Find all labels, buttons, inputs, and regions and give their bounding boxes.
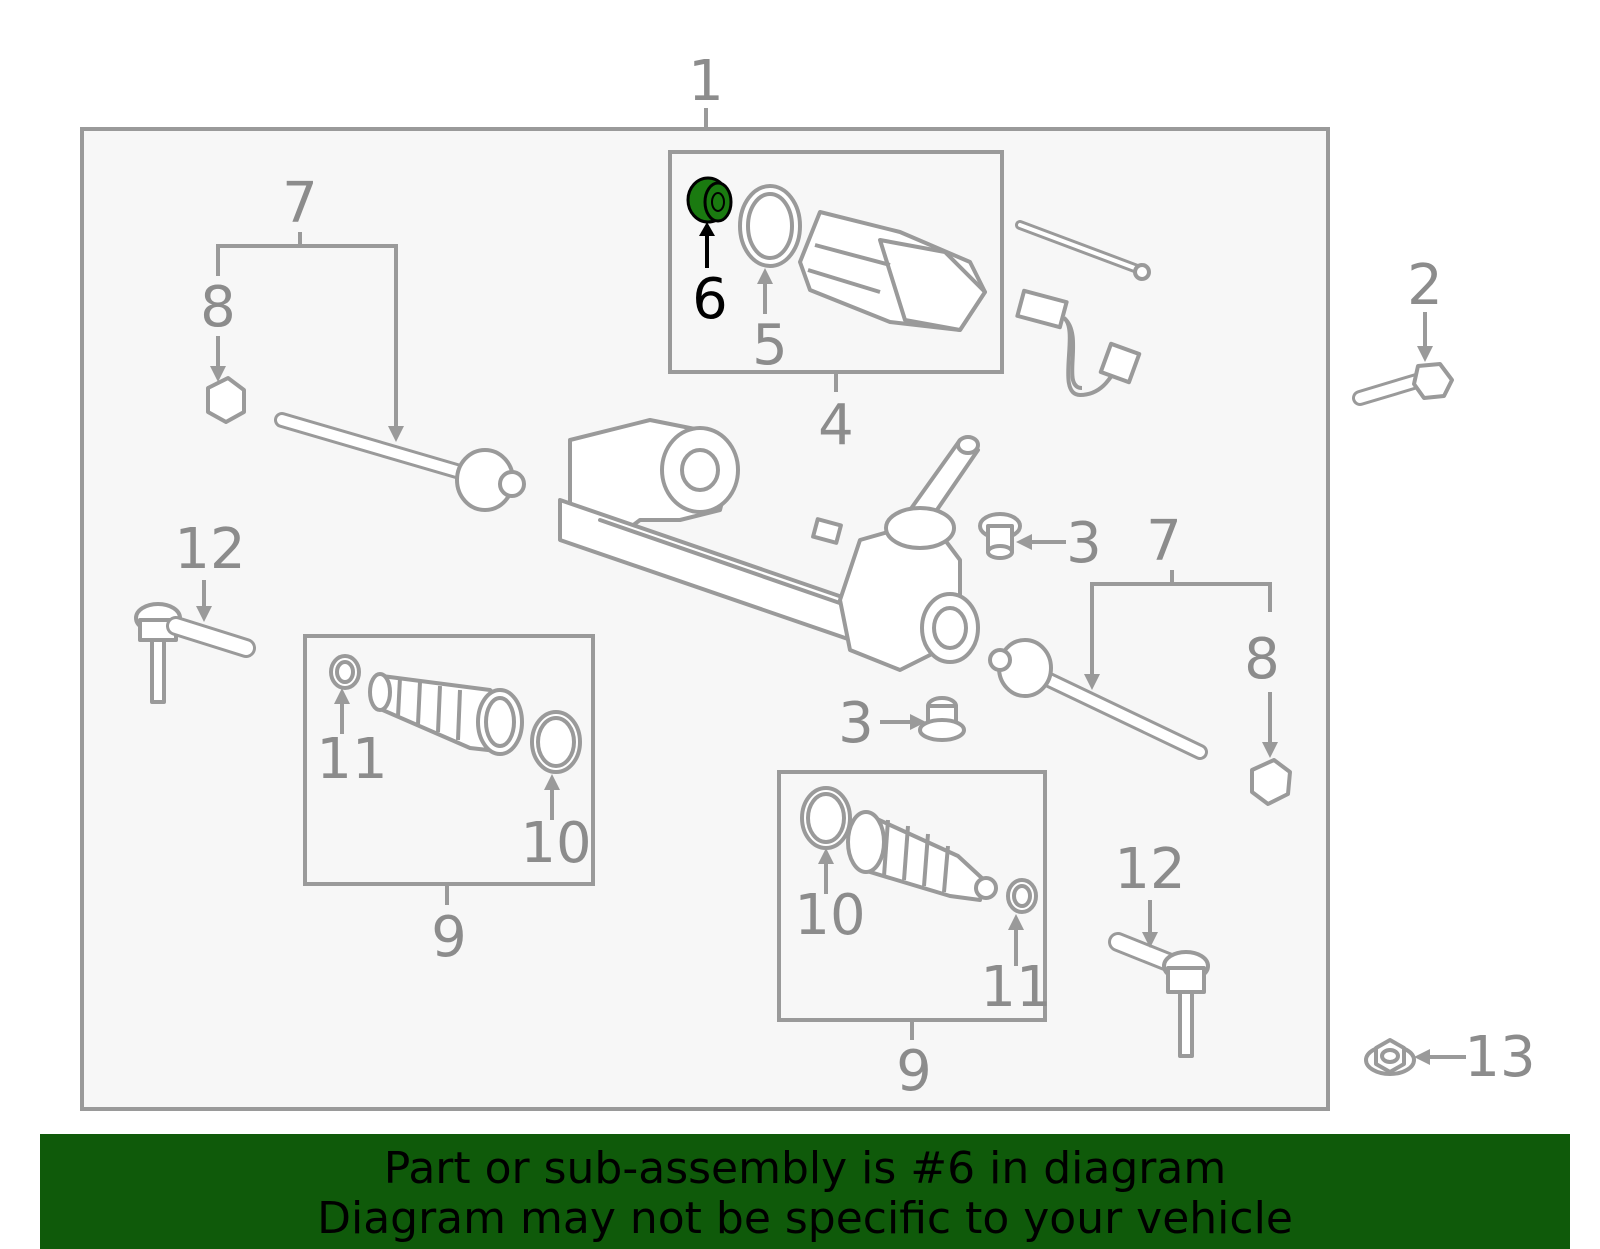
- part-4-motor[interactable]: [798, 210, 987, 332]
- part-8-jam-nut-left[interactable]: [206, 376, 246, 424]
- banner-line-1: Part or sub-assembly is #6 in diagram: [383, 1143, 1227, 1194]
- info-banner: Part or sub-assembly is #6 in diagram Di…: [40, 1134, 1570, 1249]
- callout-4: 4: [818, 393, 854, 458]
- part-9-boot-right[interactable]: [846, 810, 998, 902]
- small-clip[interactable]: [811, 517, 843, 545]
- callout-5: 5: [752, 313, 788, 378]
- part-11-clamp-left[interactable]: [329, 654, 361, 690]
- callout-10-right: 10: [794, 883, 865, 948]
- callout-13: 13: [1464, 1025, 1535, 1090]
- part-3-bushing-upper[interactable]: [978, 512, 1022, 560]
- callout-12-left: 12: [174, 517, 245, 582]
- callout-12-right: 12: [1114, 837, 1185, 902]
- part-11-clamp-right[interactable]: [1006, 878, 1038, 914]
- part-3-bushing-lower[interactable]: [918, 696, 966, 742]
- motor-bolt[interactable]: [1015, 220, 1151, 281]
- banner-line-2: Diagram may not be specific to your vehi…: [317, 1193, 1293, 1244]
- part-6-bushing[interactable]: [686, 176, 733, 224]
- callout-6: 6: [692, 267, 728, 332]
- callout-7-left: 7: [282, 171, 318, 236]
- callout-11-left: 11: [316, 727, 387, 792]
- callout-8-right: 8: [1244, 627, 1280, 692]
- part-9-boot-left[interactable]: [368, 672, 524, 756]
- part-10-clamp-ring-right[interactable]: [800, 786, 852, 850]
- callout-9-left: 9: [431, 905, 467, 970]
- callout-1: 1: [688, 49, 724, 114]
- part-2-bolt[interactable]: [1352, 362, 1454, 406]
- callout-11-right: 11: [980, 955, 1051, 1020]
- callout-3-lower: 3: [838, 691, 874, 756]
- callout-3-upper: 3: [1066, 511, 1102, 576]
- part-5-o-ring[interactable]: [738, 184, 802, 268]
- part-8-jam-nut-right[interactable]: [1250, 758, 1292, 806]
- part-7-inner-tie-rod-right[interactable]: [988, 638, 1208, 760]
- steering-gear-rack[interactable]: [558, 418, 980, 672]
- part-7-inner-tie-rod-left[interactable]: [274, 412, 526, 512]
- wiring-harness[interactable]: [1015, 288, 1142, 398]
- part-12-outer-tie-rod-left[interactable]: [134, 602, 256, 704]
- callout-9-right: 9: [896, 1039, 932, 1104]
- callout-10-left: 10: [520, 811, 591, 876]
- callout-8-left: 8: [200, 275, 236, 340]
- callout-2: 2: [1407, 253, 1443, 318]
- part-13-flange-nut[interactable]: [1364, 1038, 1416, 1076]
- part-12-outer-tie-rod-right[interactable]: [1108, 932, 1210, 1058]
- part-10-clamp-ring-left[interactable]: [530, 710, 582, 774]
- callout-7-right: 7: [1146, 509, 1182, 574]
